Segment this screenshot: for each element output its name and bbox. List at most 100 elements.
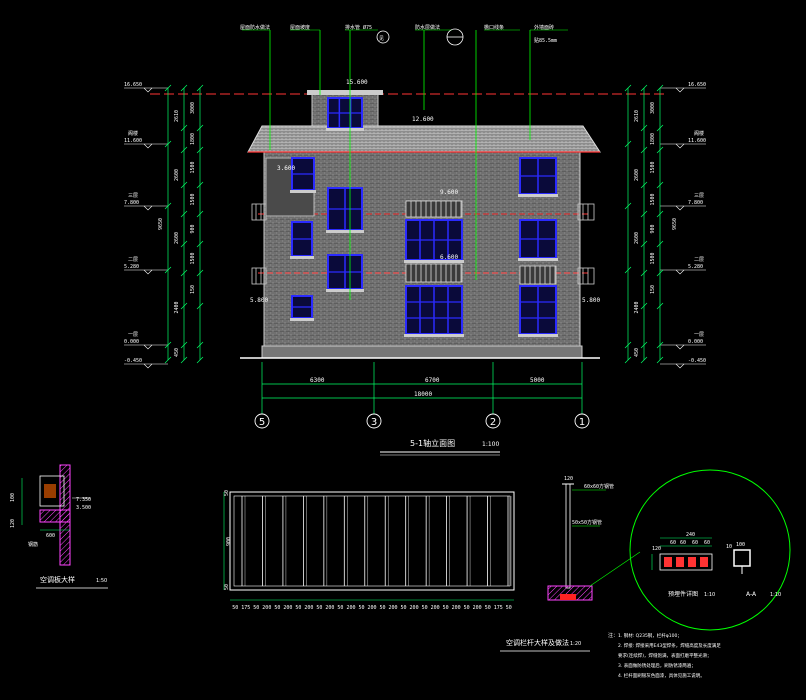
section-scale: 1:10 bbox=[770, 592, 781, 598]
rail-dim-bottom: 50 bbox=[253, 605, 259, 611]
level-floor-name: 三层 bbox=[694, 193, 704, 199]
level-value: 16.650 bbox=[688, 82, 706, 88]
dim-vertical: 2600 bbox=[634, 169, 640, 181]
rail-dim-bottom: 200 bbox=[262, 605, 271, 611]
rail-dim-left-2: 900 bbox=[226, 537, 232, 546]
aircon-label-2: 3.500 bbox=[76, 505, 91, 511]
level-value: 11.600 bbox=[124, 138, 142, 144]
dim-bottom-1: 6300 bbox=[310, 377, 325, 384]
level-value: 5.280 bbox=[688, 264, 703, 270]
window bbox=[326, 254, 364, 292]
rail-dim-bottom: 50 bbox=[337, 605, 343, 611]
rail-dim-bottom: 200 bbox=[473, 605, 482, 611]
window bbox=[518, 219, 558, 261]
window bbox=[290, 157, 316, 193]
rail-dim-bottom: 175 bbox=[241, 605, 250, 611]
level-floor-name: 二层 bbox=[128, 257, 138, 263]
rail-dim-bottom: 50 bbox=[401, 605, 407, 611]
level-value: 0.000 bbox=[688, 339, 703, 345]
embed-dim: 60 bbox=[704, 540, 710, 546]
rail-dim-bottom: 50 bbox=[464, 605, 470, 611]
dim-vertical: 2600 bbox=[174, 169, 180, 181]
elevation-title: 5-1轴立面图 bbox=[410, 438, 455, 448]
level-marker: 16.650 bbox=[660, 82, 706, 93]
railing-title: 空调栏杆大样及做法 bbox=[506, 638, 569, 647]
embed-title: 预埋件详图 bbox=[668, 590, 698, 598]
notes-line-2: 2. 焊接: 焊接采用E43型焊条，焊缝高度及长度满足 bbox=[618, 642, 721, 649]
embed-dim: 10 bbox=[726, 544, 732, 550]
balcony-railings bbox=[405, 200, 557, 285]
dim-vertical-inner: 1500 bbox=[650, 161, 656, 173]
dim-total-width: 18000 bbox=[414, 391, 432, 398]
callout-7: 5.800 bbox=[582, 297, 600, 304]
rail-dim-bottom: 50 bbox=[443, 605, 449, 611]
level-value: 11.600 bbox=[688, 138, 706, 144]
rail-dim-bottom: 200 bbox=[283, 605, 292, 611]
rail-dim-bottom: 200 bbox=[431, 605, 440, 611]
rail-section-label-2: 50x50方钢管 bbox=[572, 519, 602, 526]
dim-bottom-3: 5000 bbox=[530, 377, 545, 384]
windows-group bbox=[290, 97, 558, 337]
rail-dim-bottom: 200 bbox=[410, 605, 419, 611]
window bbox=[518, 285, 558, 337]
rail-dim-bottom: 50 bbox=[380, 605, 386, 611]
level-value: -0.450 bbox=[688, 358, 706, 364]
rail-dim-bottom: 200 bbox=[325, 605, 334, 611]
level-floor-name: 一层 bbox=[128, 332, 138, 338]
dim-vertical: 2600 bbox=[174, 232, 180, 244]
annot-roof-waterproof: 屋面防水做法 bbox=[240, 24, 270, 31]
dim-vertical-inner: 900 bbox=[190, 224, 196, 233]
window bbox=[326, 97, 364, 131]
callout-4: 6.600 bbox=[440, 254, 458, 261]
dim-vertical-inner: 1800 bbox=[190, 133, 196, 145]
dim-vertical-inner: 150 bbox=[190, 285, 196, 294]
rail-dim-left-1: 50 bbox=[224, 490, 230, 496]
notes-heading: 注： bbox=[608, 632, 618, 639]
rail-dim-left-3: 50 bbox=[224, 584, 230, 590]
dim-vertical-inner: 1500 bbox=[190, 161, 196, 173]
rail-dim-bottom: 50 bbox=[274, 605, 280, 611]
rail-dim-bottom: 50 bbox=[358, 605, 364, 611]
rail-dim-bottom: 50 bbox=[232, 605, 238, 611]
railing-section: 60x60方钢管 50x50方钢管 120 bbox=[547, 476, 641, 601]
annot-waterproof-layer: 防水层做法 bbox=[415, 24, 440, 31]
rail-dim-bottom: 200 bbox=[367, 605, 376, 611]
plinth bbox=[261, 345, 583, 359]
annot-drainpipe: 排水管 Ø75 bbox=[345, 24, 372, 31]
level-floor-name: 二层 bbox=[694, 257, 704, 263]
callout-6: 5.800 bbox=[250, 297, 268, 304]
notes-block: 注： 1. 钢材: Q235钢，栏杆φ100； 2. 焊接: 焊接采用E43型焊… bbox=[608, 632, 721, 679]
embed-dim: 60 bbox=[680, 540, 686, 546]
dim-vertical: 2610 bbox=[634, 110, 640, 122]
dim-vertical-inner: 900 bbox=[650, 224, 656, 233]
dim-vertical-inner: 150 bbox=[650, 285, 656, 294]
level-markers: 16.65011.600阁楼7.800三层5.280二层0.000一层-0.45… bbox=[124, 82, 706, 369]
aircon-scale: 1:50 bbox=[96, 578, 107, 584]
dim-vertical: 2600 bbox=[634, 232, 640, 244]
rail-dim-bottom: 175 bbox=[494, 605, 503, 611]
rail-section-label-3: 120 bbox=[564, 476, 573, 482]
annot-tile-size: 贴85.5mm bbox=[534, 37, 557, 44]
aircon-label-5: 120 bbox=[10, 519, 16, 528]
window bbox=[404, 219, 464, 263]
level-floor-name: 阁楼 bbox=[128, 130, 138, 137]
callout-1: 15.600 bbox=[346, 79, 368, 86]
embed-dim: 240 bbox=[686, 532, 695, 538]
level-value: 0.000 bbox=[124, 339, 139, 345]
notes-line-4: 3. 表面做防锈处理后，刷防锈漆两遍； bbox=[618, 662, 696, 669]
section-title: A-A bbox=[746, 591, 757, 598]
annot-wall-tile: 外墙面砖 bbox=[534, 24, 554, 31]
dim-vertical-inner: 1500 bbox=[190, 193, 196, 205]
embed-scale: 1:10 bbox=[704, 592, 715, 598]
rail-dim-bottom: 200 bbox=[304, 605, 313, 611]
aircon-label-3: 100 bbox=[10, 493, 16, 502]
dim-total-height: 9650 bbox=[672, 218, 678, 230]
callout-3: 9.600 bbox=[440, 189, 458, 196]
notes-line-1: 1. 钢材: Q235钢，栏杆φ100； bbox=[618, 632, 682, 639]
rail-dim-bottom: 50 bbox=[506, 605, 512, 611]
aircon-label-1: 7.350 bbox=[76, 497, 91, 503]
elevation-drawing: 屋面防水做法 屋面坡度 排水管 Ø75 见 防水层做法 檐口线条 外墙面砖 贴8… bbox=[124, 24, 706, 456]
